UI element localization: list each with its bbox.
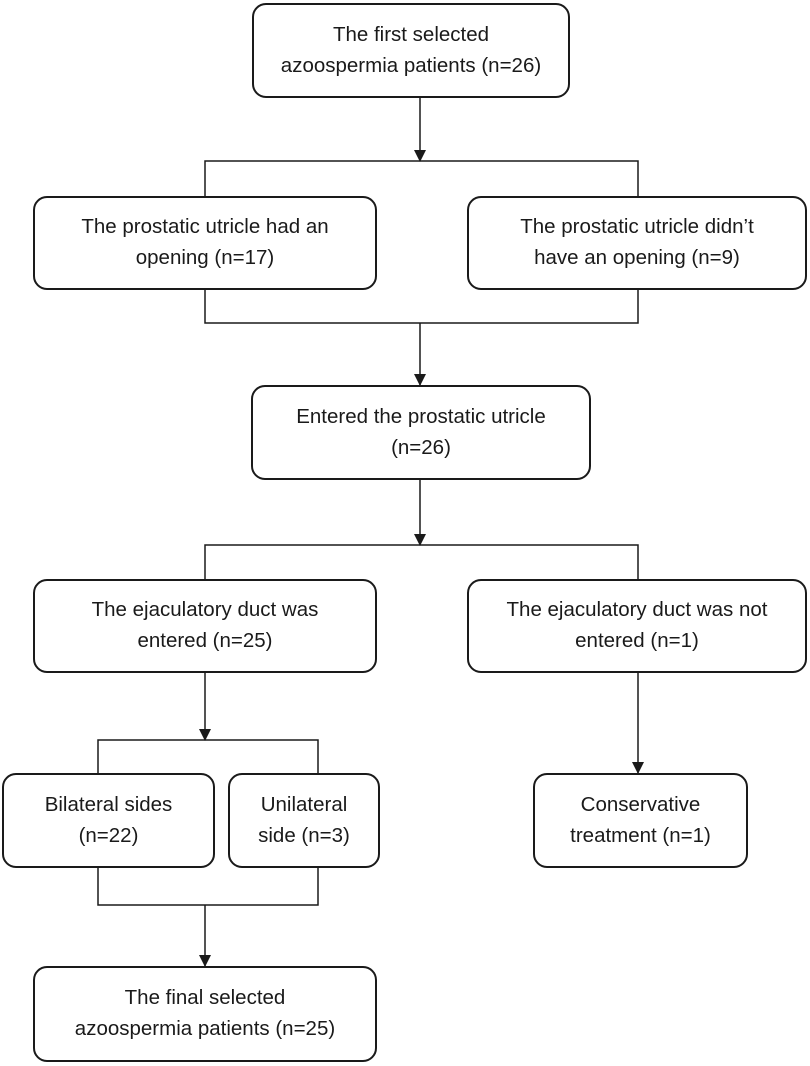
- box-text: Bilateral sides (n=22): [45, 790, 173, 852]
- box-duct-not-entered: The ejaculatory duct was not entered (n=…: [467, 579, 807, 673]
- box-line: opening (n=17): [135, 246, 275, 269]
- box-line: The prostatic utricle had an: [81, 215, 329, 239]
- box-line: The first selected: [332, 22, 490, 46]
- box-text: The first selected azoospermia patients …: [281, 20, 541, 82]
- box-text: The ejaculatory duct was not entered (n=…: [507, 595, 768, 657]
- merge-connector-utricle: [204, 290, 639, 324]
- box-text: Entered the prostatic utricle (n=26): [296, 402, 546, 464]
- box-line: The prostatic utricle didn’t: [520, 215, 754, 239]
- box-line: The ejaculatory duct was: [91, 598, 319, 622]
- box-text: The ejaculatory duct was entered (n=25): [92, 595, 319, 657]
- box-first-selected-patients: The first selected azoospermia patients …: [252, 3, 570, 98]
- box-utricle-opening: The prostatic utricle had an opening (n=…: [33, 196, 377, 290]
- split-connector-duct: [204, 544, 639, 579]
- box-line: The ejaculatory duct was not: [506, 598, 768, 622]
- box-final-selected-patients: The final selected azoospermia patients …: [33, 966, 377, 1062]
- box-line: treatment (n=1): [570, 823, 711, 847]
- box-line: (n=22): [78, 823, 139, 847]
- box-line: azoospermia patients (n=26): [280, 53, 542, 77]
- box-line: (n=26): [391, 435, 451, 459]
- box-line: entered (n=25): [137, 629, 273, 652]
- box-line: Unilateral: [260, 792, 348, 816]
- box-duct-entered: The ejaculatory duct was entered (n=25): [33, 579, 377, 673]
- box-line: Bilateral sides: [44, 792, 173, 816]
- box-line: Entered the prostatic utricle: [296, 404, 546, 428]
- box-line: azoospermia patients (n=25): [74, 1017, 336, 1040]
- box-text: The prostatic utricle had an opening (n=…: [81, 212, 328, 274]
- box-line: have an opening (n=9): [534, 246, 740, 269]
- split-connector-utricle: [204, 160, 639, 196]
- box-line: side (n=3): [258, 823, 350, 847]
- box-bilateral-sides: Bilateral sides (n=22): [2, 773, 215, 868]
- box-text: Unilateral side (n=3): [258, 790, 350, 852]
- box-text: The final selected azoospermia patients …: [75, 983, 335, 1045]
- box-text: The prostatic utricle didn’t have an ope…: [520, 212, 754, 274]
- split-connector-sides: [97, 739, 319, 773]
- box-utricle-no-opening: The prostatic utricle didn’t have an ope…: [467, 196, 807, 290]
- box-text: Conservative treatment (n=1): [570, 790, 711, 852]
- box-line: entered (n=1): [575, 629, 699, 652]
- box-line: Conservative: [580, 792, 701, 816]
- box-line: The final selected: [124, 986, 286, 1010]
- box-unilateral-side: Unilateral side (n=3): [228, 773, 380, 868]
- merge-connector-sides: [97, 868, 319, 906]
- box-entered-utricle: Entered the prostatic utricle (n=26): [251, 385, 591, 480]
- box-conservative-treatment: Conservative treatment (n=1): [533, 773, 748, 868]
